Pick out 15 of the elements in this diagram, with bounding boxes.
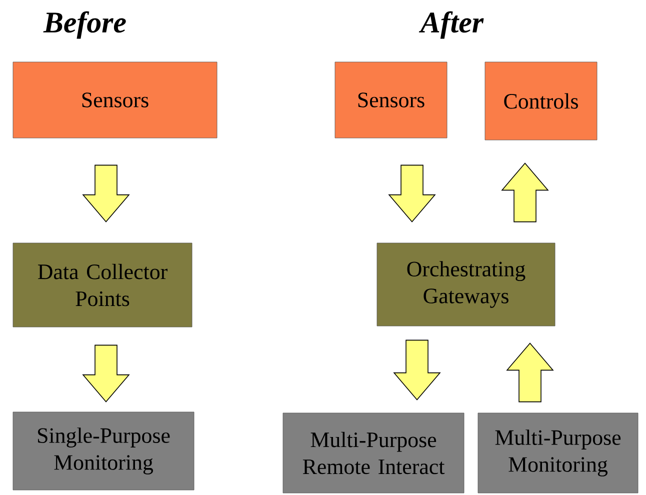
block-arrow [393,340,441,400]
process-box: Orchestrating Gateways [376,242,556,326]
output-box: Single-Purpose Monitoring [12,412,194,490]
output-box: Multi-Purpose Remote Interact [282,412,464,494]
block-arrow [501,162,549,222]
block-arrow [388,164,436,222]
block-arrow [82,344,130,402]
column-heading: After [418,11,484,39]
control-box: Controls [484,62,598,140]
block-arrow [506,342,554,402]
block-arrow [82,164,130,222]
sensor-box: Sensors [12,62,218,138]
output-box: Multi-Purpose Monitoring [478,412,638,494]
process-box: Data Collector Points [12,242,192,328]
sensor-box: Sensors [334,62,448,138]
